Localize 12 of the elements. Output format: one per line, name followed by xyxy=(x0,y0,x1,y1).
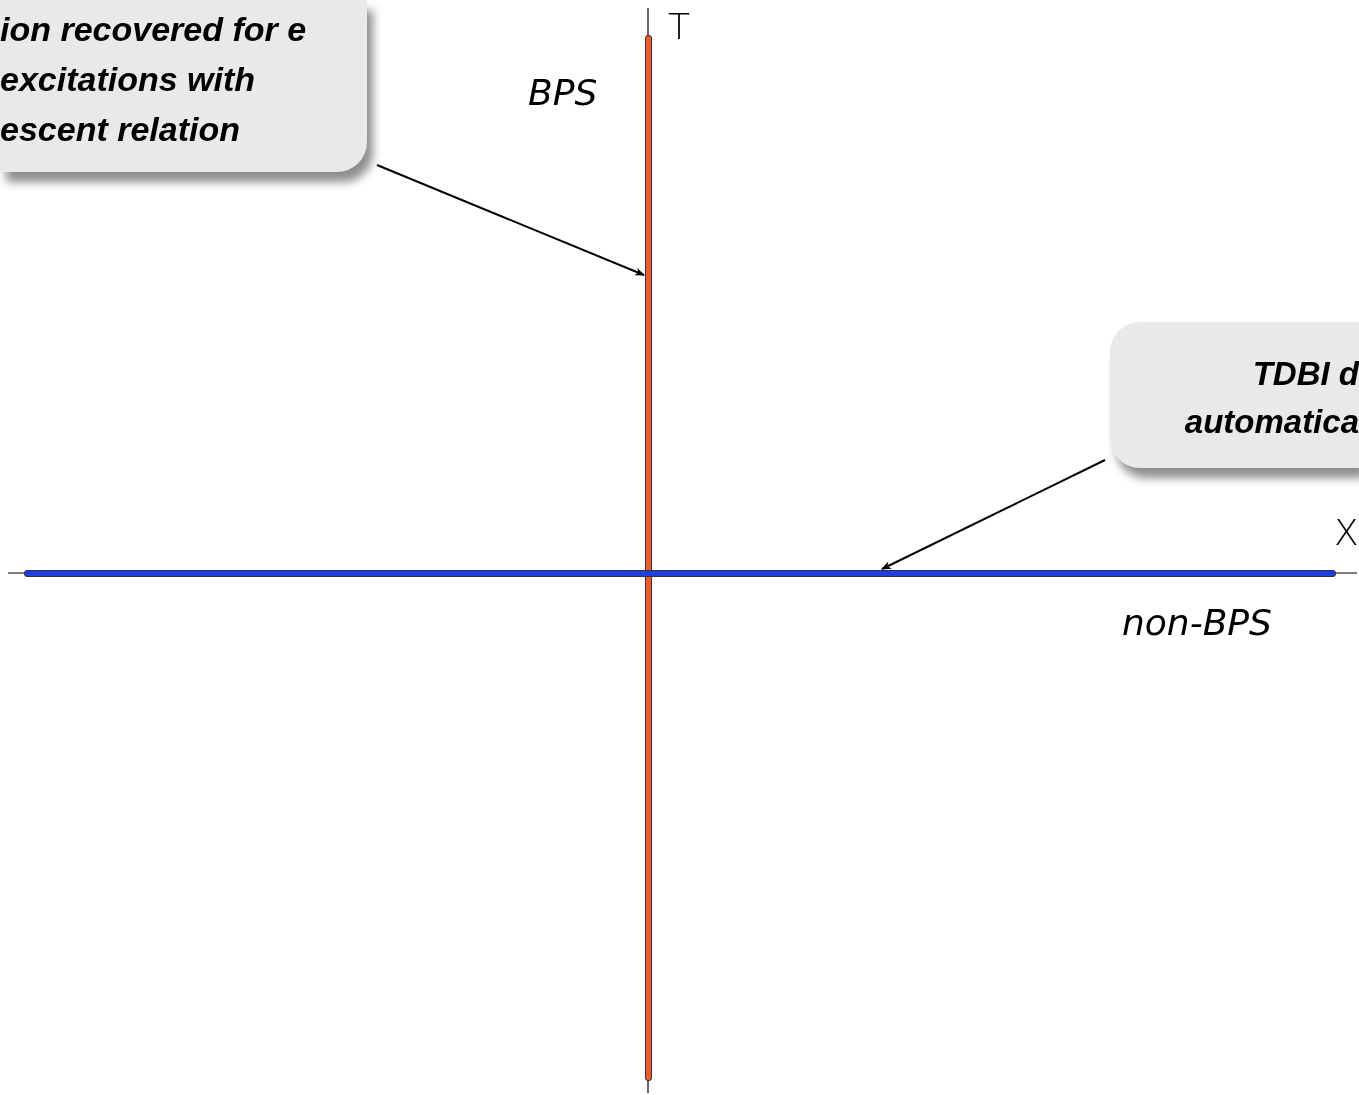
callout-box xyxy=(0,0,367,172)
axis-label: T xyxy=(668,6,690,47)
callout-text: TDBI d automatica xyxy=(1183,354,1359,442)
line-label: non-BPS xyxy=(1122,602,1272,643)
leader-arrow xyxy=(376,164,645,276)
callout-text: ion recovered for e excitations with escent relation xyxy=(0,9,308,150)
axis-label: X xyxy=(1334,512,1359,553)
horizontal-bar xyxy=(24,570,1336,577)
leader-arrow xyxy=(881,459,1106,570)
vertical-bar xyxy=(645,35,652,1081)
line-label: BPS xyxy=(528,72,598,113)
callout-box xyxy=(1110,322,1359,468)
